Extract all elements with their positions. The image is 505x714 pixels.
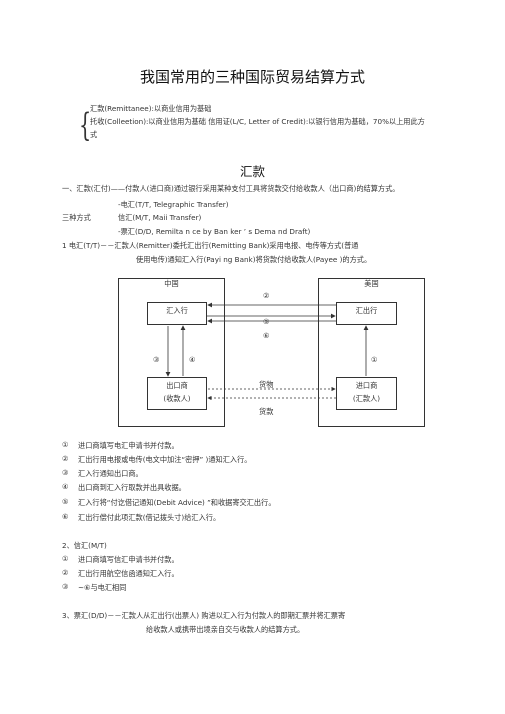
exporter-label: 出口商 <box>166 381 188 390</box>
mt-step-number: ③ <box>62 582 69 591</box>
method-label: 三种方式 <box>62 213 91 222</box>
page-title: 我国常用的三种国际贸易结算方式 <box>139 68 365 86</box>
tt-step-text: 出口商到汇入行取款并出具收据。 <box>78 483 186 492</box>
tt-step-number: ② <box>62 454 69 463</box>
brace-symbol: { <box>79 106 92 144</box>
dd-description-line1: 3、票汇(D/D)－－汇款人从汇出行(出票人) 购进以汇入行为付款人的即期汇票并… <box>62 611 346 620</box>
payment-label: 货款 <box>259 407 274 416</box>
tt-step-text: 进口商填写电汇申请书并付款。 <box>78 441 179 450</box>
receiving-bank-box <box>147 302 207 325</box>
usa-label: 美国 <box>364 279 379 288</box>
mt-step-number: ② <box>62 568 69 577</box>
mt-step-text: 汇出行用航空信函通知汇入行。 <box>78 569 179 578</box>
goods-label: 货物 <box>259 380 274 389</box>
step-1-marker: ① <box>371 355 378 364</box>
intro-item-continuation: 式 <box>90 130 98 139</box>
tt-step-text: 汇入行通知出口商。 <box>78 469 143 478</box>
tt-step-number: ⑤ <box>62 497 69 506</box>
mt-heading: 2、信汇(M/T) <box>62 541 107 550</box>
method-mt: 信汇(M/T, Maii Transfer) <box>118 213 202 222</box>
method-dd: -票汇(D/D, Remilta n ce by Ban ker ’ s Dem… <box>118 227 311 236</box>
tt-step-number: ④ <box>62 482 69 491</box>
step-3-marker: ③ <box>153 355 160 364</box>
intro-item-remittance: 汇款(Remittanee):以商业信用为基础 <box>90 104 212 113</box>
tt-description-line1: 1 电汇(T/T)－－汇款人(Remitter)委托汇出行(Remitting … <box>62 241 359 250</box>
remitting-bank-label: 汇出行 <box>355 306 378 315</box>
tt-step-number: ⑥ <box>62 512 69 521</box>
dd-description-line2: 给收款人或携带出境亲自交与收款人的结算方式。 <box>146 625 305 634</box>
importer-box <box>336 377 397 410</box>
tt-step-text: 汇入行将“付讫借记通知(Debit Advice) ”和收据寄交汇出行。 <box>78 498 276 507</box>
exporter-payee-label: (收款人) <box>163 394 191 403</box>
section-title: 汇款 <box>239 164 265 179</box>
step-4-marker: ④ <box>189 355 196 364</box>
exporter-box <box>147 377 207 410</box>
step-6-marker: ⑥ <box>263 331 270 340</box>
tt-step-number: ③ <box>62 468 69 477</box>
remitting-bank-box <box>336 302 397 325</box>
importer-remitter-label: (汇款人) <box>352 394 381 403</box>
intro-item-collection: 托收(Colleetion):以商业信用为基础 信用证(L/C, Letter … <box>90 117 425 126</box>
tt-step-text: 汇出行用电报或电传(电文中加注“密押” )通知汇入行。 <box>78 455 252 464</box>
tt-step-number: ① <box>62 440 69 449</box>
method-tt: -电汇(T/T, Telegraphic Transfer) <box>118 200 229 209</box>
tt-step-text: 汇出行偿付此项汇款(借记拨头寸)给汇入行。 <box>78 513 221 522</box>
mt-step-number: ① <box>62 554 69 563</box>
china-label: 中国 <box>164 279 179 288</box>
tt-description-line2: 使用电传)通知汇入行(Payi ng Bank)将货款付给收款人(Payee )… <box>136 255 372 264</box>
receiving-bank-label: 汇入行 <box>166 306 188 315</box>
importer-label: 进口商 <box>355 381 378 390</box>
step-2-marker: ② <box>263 291 270 300</box>
step-5-marker: ⑤ <box>263 317 270 326</box>
definition-line: 一、汇款(汇付)——付款人(进口商)通过银行采用某种支付工具将货款交付给收款人（… <box>62 184 400 193</box>
mt-step-text: 进口商填写信汇申请书并付款。 <box>78 555 179 564</box>
mt-step-text: ~⑥与电汇相同 <box>78 583 127 592</box>
